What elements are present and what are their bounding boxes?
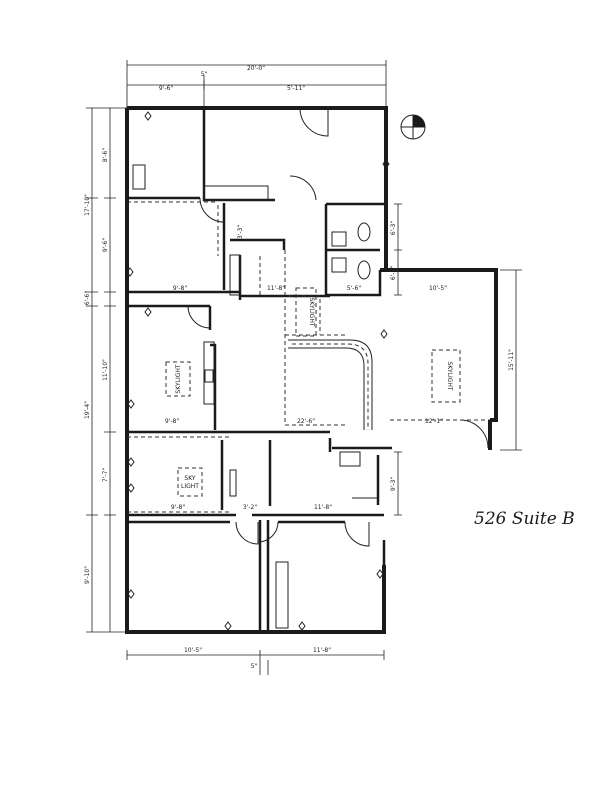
plan-title: 526 Suite B (474, 509, 575, 529)
closet-shelf (229, 254, 241, 296)
dim-row1-c: 5'-6" (347, 285, 361, 292)
dim-left-small1: 8'-6" (102, 148, 109, 162)
dim-top-left: 9'-6" (159, 85, 173, 92)
dim-row3-a: 9'-8" (171, 504, 185, 511)
dim-bottom-right: 11'-8" (313, 647, 331, 654)
skylight-label-4b: LIGHT (181, 483, 199, 490)
sink-lower (339, 451, 361, 467)
dim-top-right: 5'-11" (287, 85, 305, 92)
skylight-label-3: SKYLIGHT (175, 364, 182, 393)
fixtures (126, 111, 390, 631)
lavatory-2 (331, 257, 347, 273)
skylight-corridor (127, 201, 490, 513)
closet-lower (229, 469, 237, 497)
skylights: SKYLIGHT SKYLIGHT SKYLIGHT SKY LIGHT (165, 287, 461, 497)
skylight-label-4a: SKY (184, 475, 196, 482)
dim-left-small4: 7'-7" (102, 468, 109, 482)
skylight-box-2 (431, 349, 461, 403)
dim-top-overall: 20'-0" (247, 65, 265, 72)
dim-right-small2: 6'-7" (390, 266, 397, 280)
sink-mid (204, 369, 214, 383)
storage-lower (275, 561, 289, 629)
dim-row3-c: 11'-8" (314, 504, 332, 511)
dim-row2-c: 12'-1" (425, 418, 443, 425)
dim-left-small2: 9'-6" (102, 238, 109, 252)
dimension-labels: 20'-0" 9'-6" 5" 5'-11" 17'-10" 6'-6" 19'… (84, 65, 515, 670)
dim-inner-v1: 3'-3" (237, 225, 244, 239)
dim-top-mid: 5" (201, 71, 208, 78)
sink-left (132, 164, 146, 190)
toilet-2 (357, 260, 371, 280)
dim-row1-d: 10'-5" (429, 285, 447, 292)
north-arrow-icon (400, 114, 426, 140)
dim-row1-b: 11'-8" (267, 285, 285, 292)
skylight-label-2: SKYLIGHT (446, 361, 453, 390)
dim-bottom-left: 10'-5" (184, 647, 202, 654)
dim-row2-a: 9'-8" (165, 418, 179, 425)
dim-left-top: 17'-10" (84, 194, 91, 216)
dim-right-small1: 6'-3" (390, 221, 397, 235)
kitchen-counter (203, 185, 269, 201)
dim-left-bottom: 9'-10" (84, 566, 91, 584)
counter-mid (203, 341, 215, 405)
dim-bottom-mid: 5" (251, 663, 258, 670)
dim-left-small3: 11'-10" (102, 359, 109, 381)
skylight-label-1: SKYLIGHT (308, 297, 315, 326)
dim-row1-a: 9'-8" (173, 285, 187, 292)
toilet-1 (357, 222, 371, 242)
skylight-box-4 (177, 467, 203, 497)
dimension-lines (86, 60, 522, 675)
dim-right-tall: 15'-11" (508, 349, 515, 371)
skylight-box-1 (295, 287, 317, 337)
dim-row2-b: 22'-6" (297, 418, 315, 425)
skylight-box-3 (165, 361, 191, 397)
dim-left-mid2: 19'-4" (84, 401, 91, 419)
dim-right-small3: 9'-3" (390, 477, 397, 491)
dim-left-mid1: 6'-6" (84, 291, 91, 305)
dim-row3-b: 3'-2" (243, 504, 257, 511)
interior-walls (127, 108, 392, 632)
door-swings (187, 107, 489, 547)
lavatory-1 (331, 231, 347, 247)
